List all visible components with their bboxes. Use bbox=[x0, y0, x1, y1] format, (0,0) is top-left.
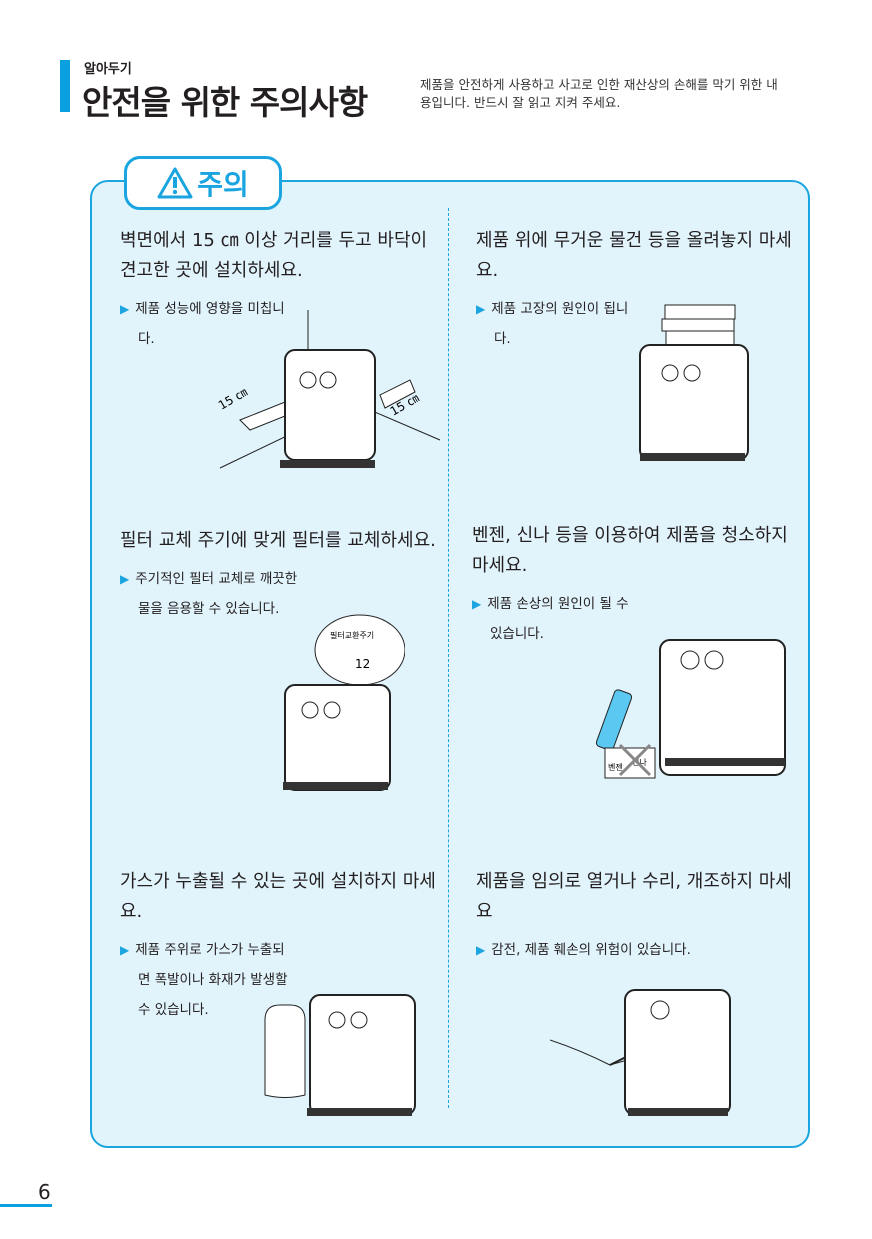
section-no-heavy-objects: 제품 위에 무거운 물건 등을 올려놓지 마세요. ▶ 제품 고장의 원인이 됩니… bbox=[476, 226, 796, 354]
section-note: 제품 성능에 영향을 미칩니다. bbox=[135, 301, 285, 347]
bullet-triangle-icon: ▶ bbox=[472, 597, 482, 611]
benzene-label: 벤젠 bbox=[608, 762, 623, 772]
section-heading: 제품 위에 무거운 물건 등을 올려놓지 마세요. bbox=[476, 230, 792, 281]
filter-cycle-illustration: 필터교환주기 12 bbox=[283, 614, 405, 791]
section-heading: 벤젠, 신나 등을 이용하여 제품을 청소하지 마세요. bbox=[472, 525, 788, 576]
section-heading: 벽면에서 15 ㎝ 이상 거리를 두고 바닥이 견고한 곳에 설치하세요. bbox=[120, 230, 428, 281]
bullet-triangle-icon: ▶ bbox=[120, 302, 130, 316]
distance-label-left: 15 ㎝ bbox=[216, 385, 250, 413]
title-accent-bar bbox=[60, 60, 70, 112]
section-heading: 제품을 임의로 열거나 수리, 개조하지 마세요 bbox=[476, 871, 792, 922]
calendar-number: 12 bbox=[355, 657, 370, 671]
section-wall-distance: 벽면에서 15 ㎝ 이상 거리를 두고 바닥이 견고한 곳에 설치하세요. ▶ 제… bbox=[120, 226, 440, 354]
column-divider bbox=[448, 208, 449, 1108]
solvent-cleaning-illustration: 벤젠 신나 bbox=[595, 639, 786, 779]
section-filter-replace: 필터 교체 주기에 맞게 필터를 교체하세요. ▶ 주기적인 필터 교체로 깨끗한… bbox=[120, 526, 440, 624]
page-number: 6 bbox=[38, 1180, 51, 1204]
kicker: 알아두기 bbox=[84, 62, 132, 77]
books-on-dispenser-illustration bbox=[639, 304, 749, 461]
section-note: 감전, 제품 훼손의 위험이 있습니다. bbox=[491, 942, 691, 958]
caution-tag: 주의 bbox=[124, 156, 282, 210]
disassembly-illustration bbox=[550, 989, 731, 1116]
gas-leak-illustration bbox=[264, 994, 416, 1116]
section-heading: 가스가 누출될 수 있는 곳에 설치하지 마세요. bbox=[120, 871, 436, 922]
section-heading: 필터 교체 주기에 맞게 필터를 교체하세요. bbox=[120, 530, 436, 551]
caution-label: 주의 bbox=[197, 168, 249, 201]
bullet-triangle-icon: ▶ bbox=[120, 572, 130, 586]
page-number-underline bbox=[0, 1204, 52, 1207]
bullet-triangle-icon: ▶ bbox=[120, 943, 130, 957]
intro-text: 제품을 안전하게 사용하고 사고로 인한 재산상의 손해를 막기 위한 내용입니… bbox=[420, 77, 778, 110]
bullet-triangle-icon: ▶ bbox=[476, 302, 486, 316]
section-note: 제품 손상의 원인이 될 수 있습니다. bbox=[487, 596, 629, 642]
section-note: 제품 고장의 원인이 됩니다. bbox=[491, 301, 629, 347]
page-title: 안전을 위한 주의사항 bbox=[82, 83, 368, 122]
thinner-label: 신나 bbox=[632, 758, 647, 767]
filter-cycle-label: 필터교환주기 bbox=[330, 630, 374, 640]
wall-distance-illustration: 15 ㎝ 15 ㎝ bbox=[216, 310, 441, 469]
bullet-triangle-icon: ▶ bbox=[476, 943, 486, 957]
section-no-solvents: 벤젠, 신나 등을 이용하여 제품을 청소하지 마세요. ▶ 제품 손상의 원인이… bbox=[472, 521, 792, 649]
section-note: 제품 주위로 가스가 누출되면 폭발이나 화재가 발생할 수 있습니다. bbox=[135, 942, 288, 1018]
section-note: 주기적인 필터 교체로 깨끗한 물을 음용할 수 있습니다. bbox=[135, 571, 298, 617]
warning-triangle-icon bbox=[157, 167, 193, 199]
section-gas-leak: 가스가 누출될 수 있는 곳에 설치하지 마세요. ▶ 제품 주위로 가스가 누출… bbox=[120, 867, 440, 1025]
section-no-disassembly: 제품을 임의로 열거나 수리, 개조하지 마세요 ▶ 감전, 제품 훼손의 위험이… bbox=[476, 867, 796, 965]
